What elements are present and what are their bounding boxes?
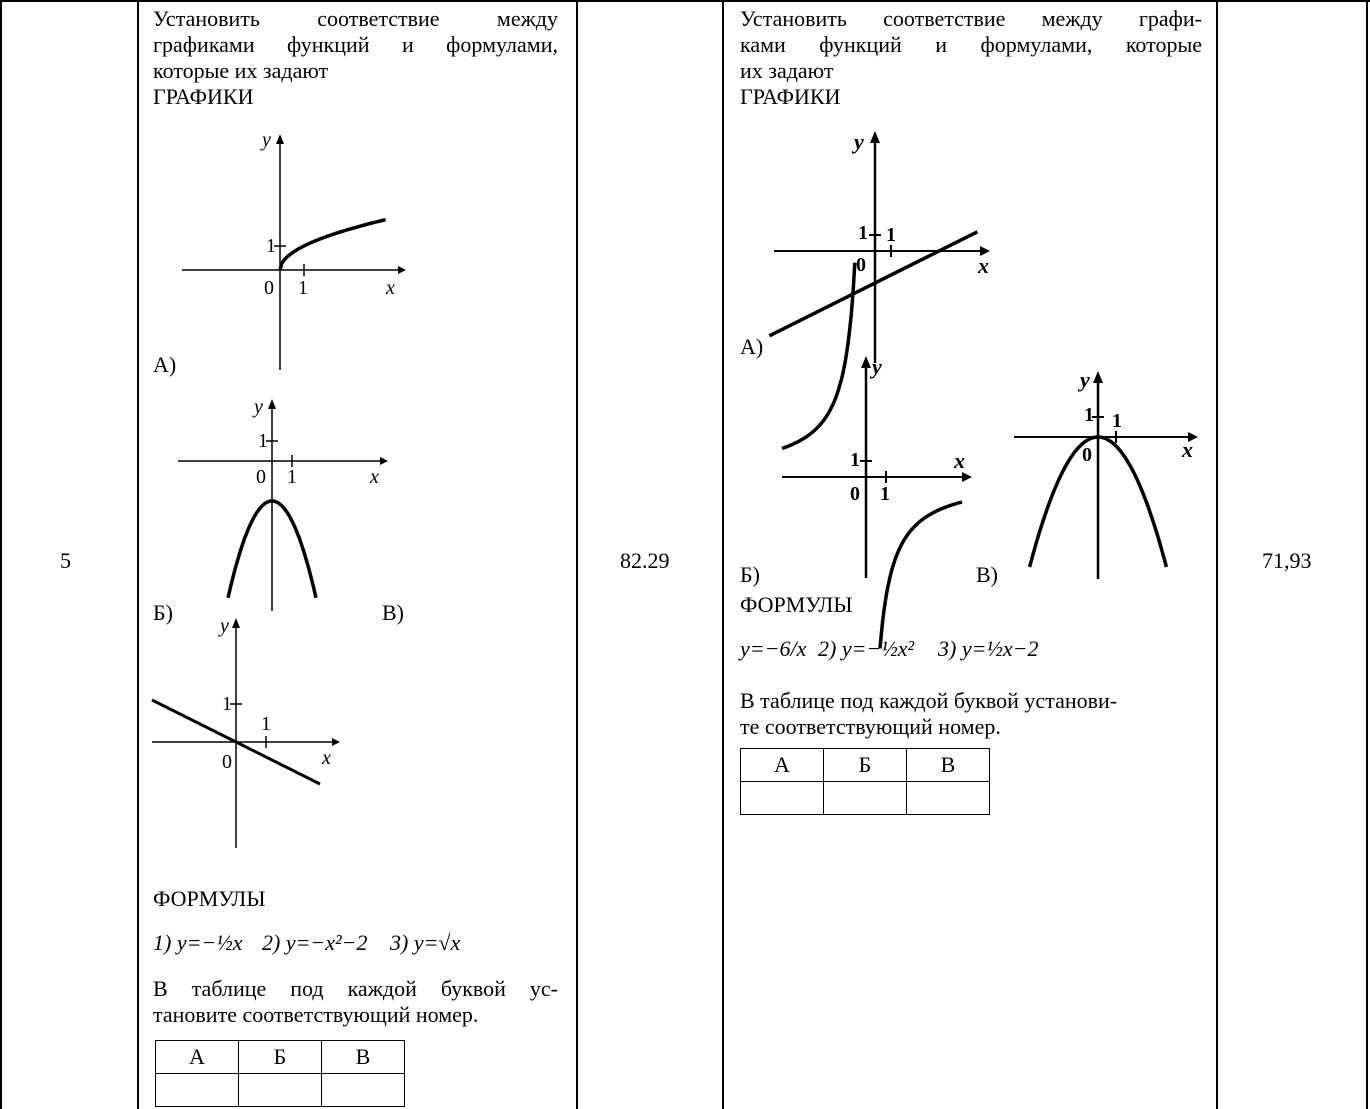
task2-intro-line2: ками функций и формулами, которые <box>740 32 1202 57</box>
column-divider-4 <box>1216 0 1218 1109</box>
task1-answer-cell-a[interactable] <box>155 1073 239 1107</box>
task1-graph-v-one-label: 1 <box>222 693 232 715</box>
task1-answer-header-b: Б <box>238 1040 322 1074</box>
task1-graph-v-zero-label: 0 <box>222 751 232 773</box>
task2-graph-v-x-label: x <box>1181 437 1193 462</box>
task2-intro-line3: их задают <box>740 58 834 83</box>
task2-graph-a: y 1 1 0 x <box>768 129 990 363</box>
task1-instr-line1: В таблице под каждой буквой ус- <box>153 976 558 1001</box>
task2-graph-a-one-x-label: 1 <box>886 224 896 246</box>
score-2: 71,93 <box>1262 548 1312 573</box>
task1-answer-table: А Б В <box>155 1040 405 1107</box>
task2-graph-v-y-label: y <box>1077 367 1090 392</box>
task2-graph-v: y 1 1 0 x <box>1014 367 1198 579</box>
task2-formula-3: 3) y=½x−2 <box>938 636 1039 661</box>
table-right-border <box>1366 0 1368 1109</box>
task2-graph-b-x-label: x <box>953 448 965 473</box>
task2-answer-header-b: Б <box>823 748 907 782</box>
task1-label-v: В) <box>382 600 404 625</box>
task1-graph-b-x-label: x <box>369 466 379 488</box>
task2-formula-2: 2) y=−½x² <box>818 636 915 661</box>
task1-graph-b-y-label: y <box>252 396 263 418</box>
task2-answer-table: А Б В <box>740 748 990 815</box>
task2-graph-a-zero-label: 0 <box>856 254 866 276</box>
task1-graph-a-one-label: 1 <box>266 235 276 257</box>
column-divider-1 <box>137 0 139 1109</box>
task1-intro-line1: Установить соответствие между <box>153 6 558 31</box>
task1-graph-a-y-label: y <box>260 129 271 151</box>
task1-graph-v-x-label: x <box>321 747 331 769</box>
task1-label-b: Б) <box>153 600 173 625</box>
task2-intro-line1: Установить соответствие между графи- <box>740 6 1202 31</box>
task2-graph-b-one-label: 1 <box>850 449 860 471</box>
task1-formula-3: 3) y=√x <box>390 930 461 955</box>
task1-graphs-heading: ГРАФИКИ <box>153 84 254 109</box>
task1-graph-v: y 1 1 0 x <box>151 615 340 848</box>
column-divider-3 <box>722 0 724 1109</box>
task1-graph-b-one-label: 1 <box>258 430 268 452</box>
column-divider-2 <box>576 0 578 1109</box>
task2-label-v: В) <box>976 562 998 587</box>
task1-intro-line3: которые их задают <box>153 58 329 83</box>
task2-graph-b-y-label: y <box>869 354 882 379</box>
task2-graph-v-zero-label: 0 <box>1082 444 1092 466</box>
task1-graph-b-one-x-label: 1 <box>287 466 297 488</box>
task1-label-a: А) <box>153 352 177 377</box>
task1-graph-v-y-label: y <box>218 615 229 637</box>
task1-answer-cell-b[interactable] <box>238 1073 322 1107</box>
task1-formulas-heading: ФОРМУЛЫ <box>153 886 266 911</box>
task2-graph-v-one-x-label: 1 <box>1112 410 1122 432</box>
task2-answer-cell-v[interactable] <box>906 781 990 815</box>
task2-answer-cell-a[interactable] <box>740 781 824 815</box>
task1-formula-2: 2) y=−x²−2 <box>262 930 368 955</box>
task1-instr-line2: тановите соответствующий номер. <box>153 1002 479 1027</box>
task2-graph-a-y-label: y <box>851 129 864 154</box>
task2-answer-header-v: В <box>906 748 990 782</box>
task1-graph-v-one-x-label: 1 <box>261 713 271 735</box>
task1-graph-a: y 1 0 1 x <box>182 129 406 370</box>
task1-graph-b-zero-label: 0 <box>256 466 266 488</box>
task2-graph-b: y 1 0 1 x <box>781 262 972 649</box>
task1-graph-b: y 1 0 1 x <box>178 396 388 611</box>
task2-instr-line2: те соответствующий номер. <box>740 714 1001 739</box>
score-1: 82.29 <box>620 548 670 573</box>
task2-graph-v-one-label: 1 <box>1084 404 1094 426</box>
task2-instr-line1: В таблице под каждой буквой установи- <box>740 688 1118 713</box>
task2-graph-b-one-x-label: 1 <box>880 483 890 505</box>
task2-label-a: А) <box>740 334 764 359</box>
task1-graph-a-one-x-label: 1 <box>298 277 308 299</box>
task1-formula-1: 1) y=−½x <box>153 930 243 955</box>
task2-answer-header-a: А <box>740 748 824 782</box>
task2-answer-cell-b[interactable] <box>823 781 907 815</box>
task2-formula-1: y=−6/x <box>740 636 807 661</box>
task1-graph-a-x-label: x <box>385 277 395 299</box>
task2-graph-a-one-label: 1 <box>858 222 868 244</box>
task2-graphs-heading: ГРАФИКИ <box>740 84 841 109</box>
task2-graph-a-x-label: x <box>977 253 989 278</box>
task2-graph-b-zero-label: 0 <box>850 483 860 505</box>
task-number: 5 <box>60 548 71 573</box>
table-left-border <box>0 0 2 1109</box>
task1-answer-cell-v[interactable] <box>321 1073 405 1107</box>
task1-answer-header-a: А <box>155 1040 239 1074</box>
task1-intro-line2: графиками функций и формулами, <box>153 32 558 57</box>
task1-answer-header-v: В <box>321 1040 405 1074</box>
table-top-border <box>0 0 1370 2</box>
task1-graph-a-zero-label: 0 <box>264 277 274 299</box>
task2-label-b: Б) <box>740 562 760 587</box>
task2-formulas-heading: ФОРМУЛЫ <box>740 592 853 617</box>
